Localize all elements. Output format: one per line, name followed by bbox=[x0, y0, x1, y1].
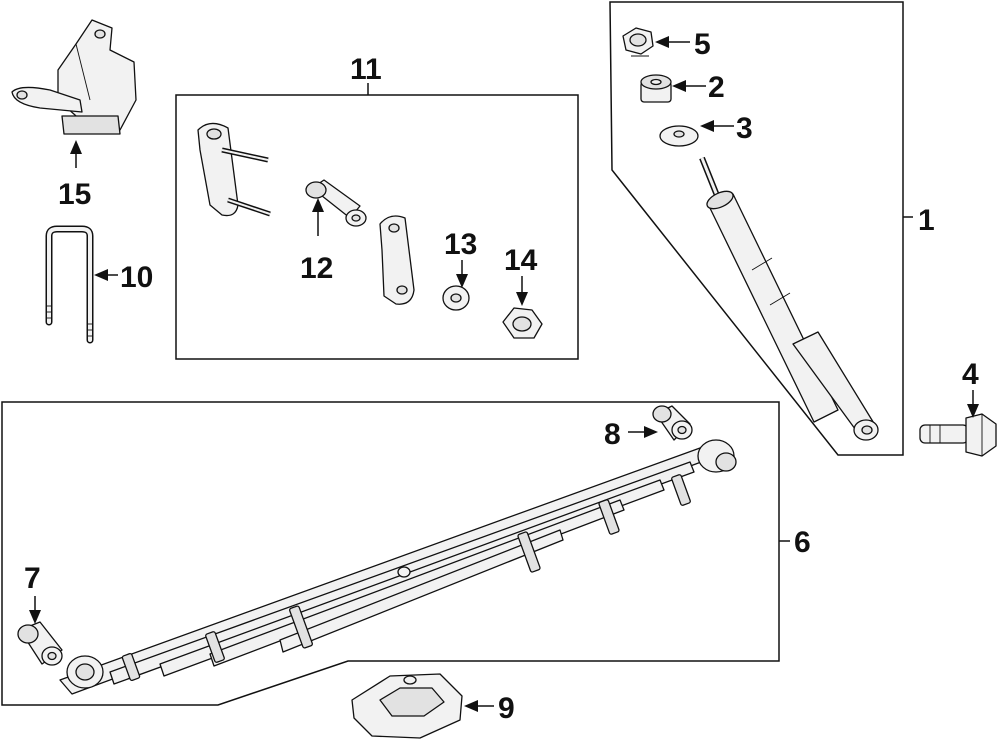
leaf-spring-group-outline bbox=[1, 401, 780, 706]
bracket-kit-box bbox=[175, 94, 579, 360]
nut-part-14 bbox=[502, 307, 543, 339]
shock-absorber-part bbox=[699, 156, 879, 441]
callout-10: 10 bbox=[120, 261, 153, 294]
bushing-part-8 bbox=[652, 405, 693, 441]
callout-3: 3 bbox=[736, 112, 753, 145]
callout-12: 12 bbox=[300, 252, 333, 285]
callout-5: 5 bbox=[694, 28, 711, 61]
bolt-part-4 bbox=[919, 413, 997, 457]
callout-9: 9 bbox=[498, 692, 515, 725]
callout-6: 6 bbox=[794, 526, 811, 559]
callout-15: 15 bbox=[58, 178, 91, 211]
callout-2: 2 bbox=[708, 71, 725, 104]
callout-7: 7 bbox=[24, 562, 41, 595]
leaf-spring-part-6 bbox=[59, 439, 737, 695]
shackle-part bbox=[197, 122, 271, 217]
pin-part-12 bbox=[305, 179, 367, 227]
washer-part-3 bbox=[659, 125, 699, 147]
callout-leaders bbox=[29, 36, 979, 712]
nut-part-5 bbox=[622, 27, 654, 57]
spring-seat-part-9 bbox=[351, 673, 463, 739]
link-plate-part bbox=[379, 215, 415, 305]
callout-1: 1 bbox=[918, 204, 935, 237]
bushing-part-7 bbox=[17, 621, 63, 666]
u-bolt-part-10 bbox=[45, 225, 94, 344]
callout-11: 11 bbox=[350, 53, 382, 86]
callout-8: 8 bbox=[604, 418, 621, 451]
callout-4: 4 bbox=[962, 358, 979, 391]
shock-absorber-group-outline bbox=[609, 1, 904, 456]
washer-part-13 bbox=[442, 285, 470, 311]
bracket-part-15 bbox=[11, 19, 137, 135]
bushing-part-2 bbox=[640, 74, 672, 103]
callout-13: 13 bbox=[444, 228, 477, 261]
callout-14: 14 bbox=[504, 244, 538, 277]
